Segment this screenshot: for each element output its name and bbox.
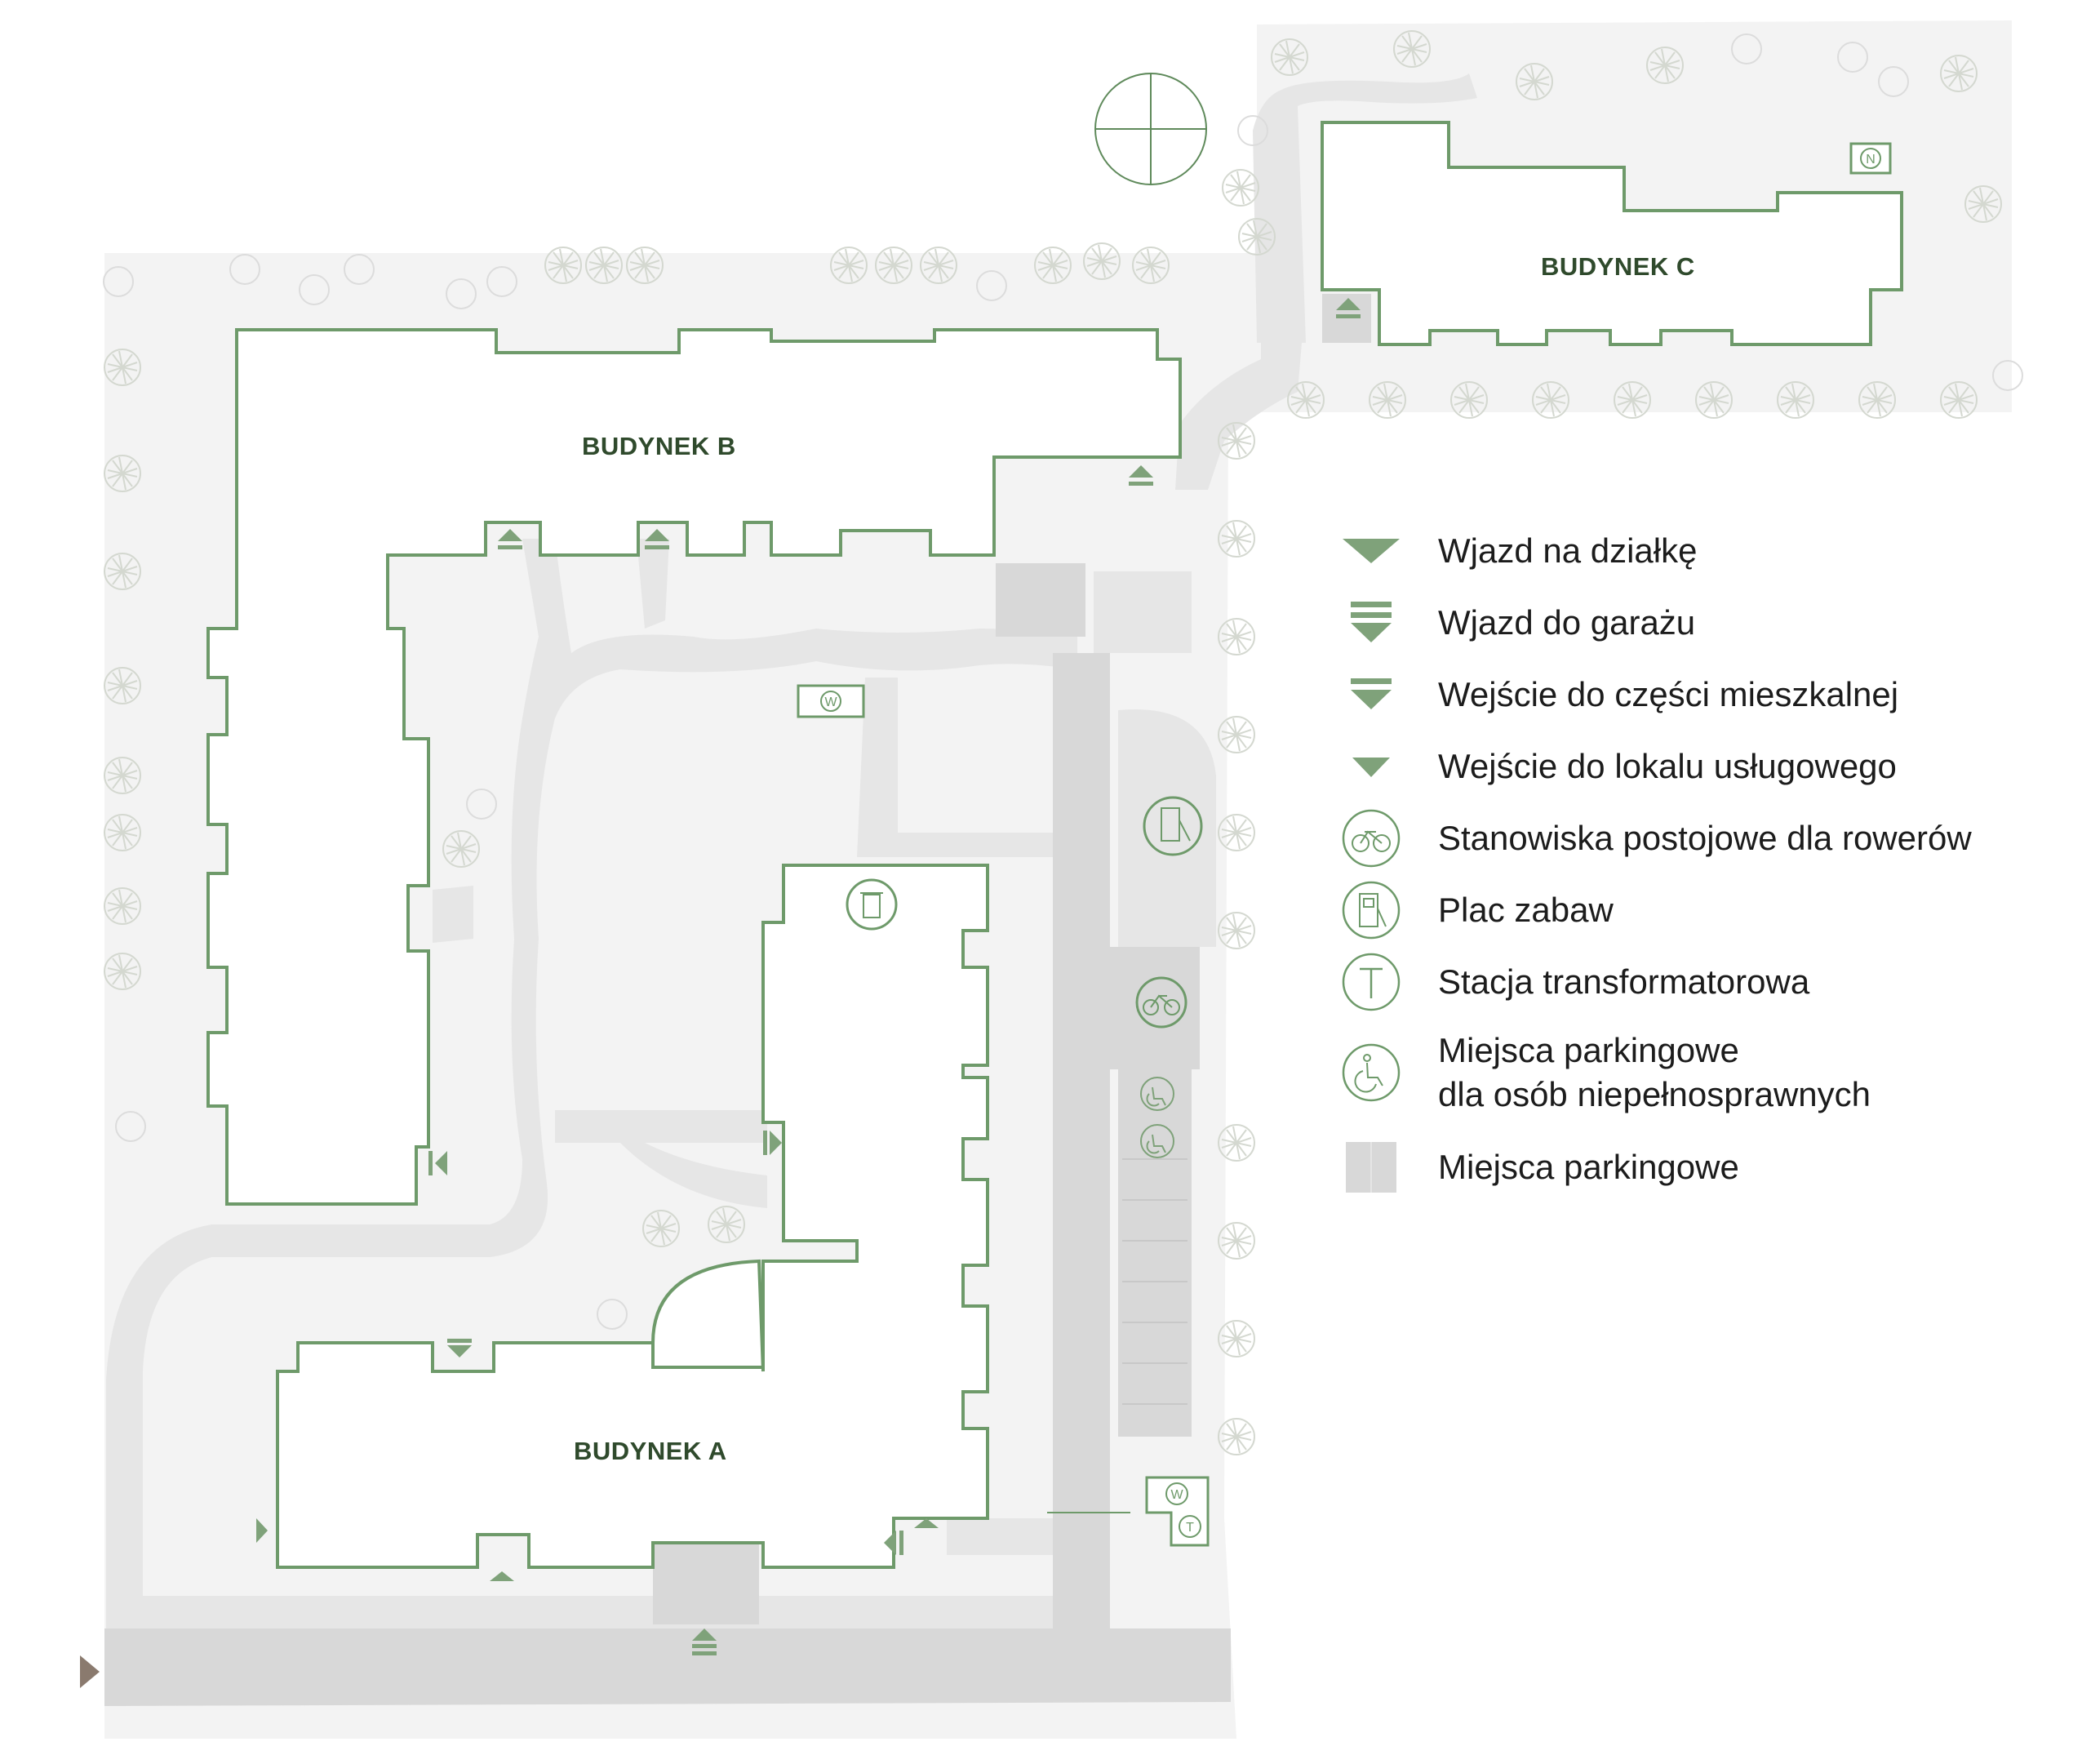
legend-item-playground: Plac zabaw <box>1330 878 1614 943</box>
legend-item-service-entry: Wejście do lokalu usługowego <box>1330 734 1897 799</box>
garage-entry-marker <box>692 1628 717 1655</box>
building-b-label: BUDYNEK B <box>582 432 736 460</box>
waste-marker: W <box>797 684 865 718</box>
site-entry-icon <box>1330 518 1412 584</box>
residential-entry-markers <box>256 298 1361 1581</box>
legend-item-disabled-parking: Miejsca parkingowe dla osób niepełnospra… <box>1330 1029 1871 1117</box>
playground-map-icon <box>1143 796 1203 856</box>
building-a-label: BUDYNEK A <box>574 1437 727 1465</box>
roads <box>104 294 1371 1706</box>
legend-item-residential-entry: Wejście do części mieszkalnej <box>1330 662 1898 727</box>
parking-stalls <box>1122 1158 1187 1405</box>
building-c-outline <box>1321 121 1903 346</box>
disabled-parking-map-icons <box>1140 1077 1174 1158</box>
svg-text:N: N <box>1866 153 1876 167</box>
transformer-icon <box>1330 949 1412 1015</box>
compass-icon <box>1094 73 1207 185</box>
legend-item-bike-parking: Stanowiska postojowe dla rowerów <box>1330 806 1972 871</box>
residential-entry-icon <box>1330 662 1412 727</box>
garage-entry-icon <box>1330 590 1412 655</box>
trash-bin-icon <box>846 878 898 931</box>
svg-text:W: W <box>824 695 837 709</box>
building-c-marker: N <box>1849 142 1892 175</box>
legend-item-site-entry: Wjazd na działkę <box>1330 518 1697 584</box>
service-entry-icon <box>1330 734 1412 799</box>
legend-item-garage-entry: Wjazd do garażu <box>1330 590 1695 655</box>
legend-item-transformer: Stacja transformatorowa <box>1330 949 1809 1015</box>
wheelchair-icon <box>1330 1040 1412 1105</box>
bicycle-icon <box>1330 806 1412 871</box>
transformer-station-marker: W T <box>1145 1476 1210 1547</box>
building-b-outline <box>206 328 1182 1206</box>
building-c-label: BUDYNEK C <box>1541 252 1695 281</box>
bike-map-icon <box>1135 976 1187 1029</box>
site-entry-arrow <box>80 1655 100 1688</box>
legend-item-parking: Miejsca parkingowe <box>1330 1135 1739 1200</box>
playground-icon <box>1330 878 1412 943</box>
building-a-outline <box>276 864 989 1569</box>
parking-swatch-icon <box>1330 1135 1412 1200</box>
svg-text:W: W <box>1170 1488 1183 1502</box>
svg-text:T: T <box>1186 1521 1194 1535</box>
